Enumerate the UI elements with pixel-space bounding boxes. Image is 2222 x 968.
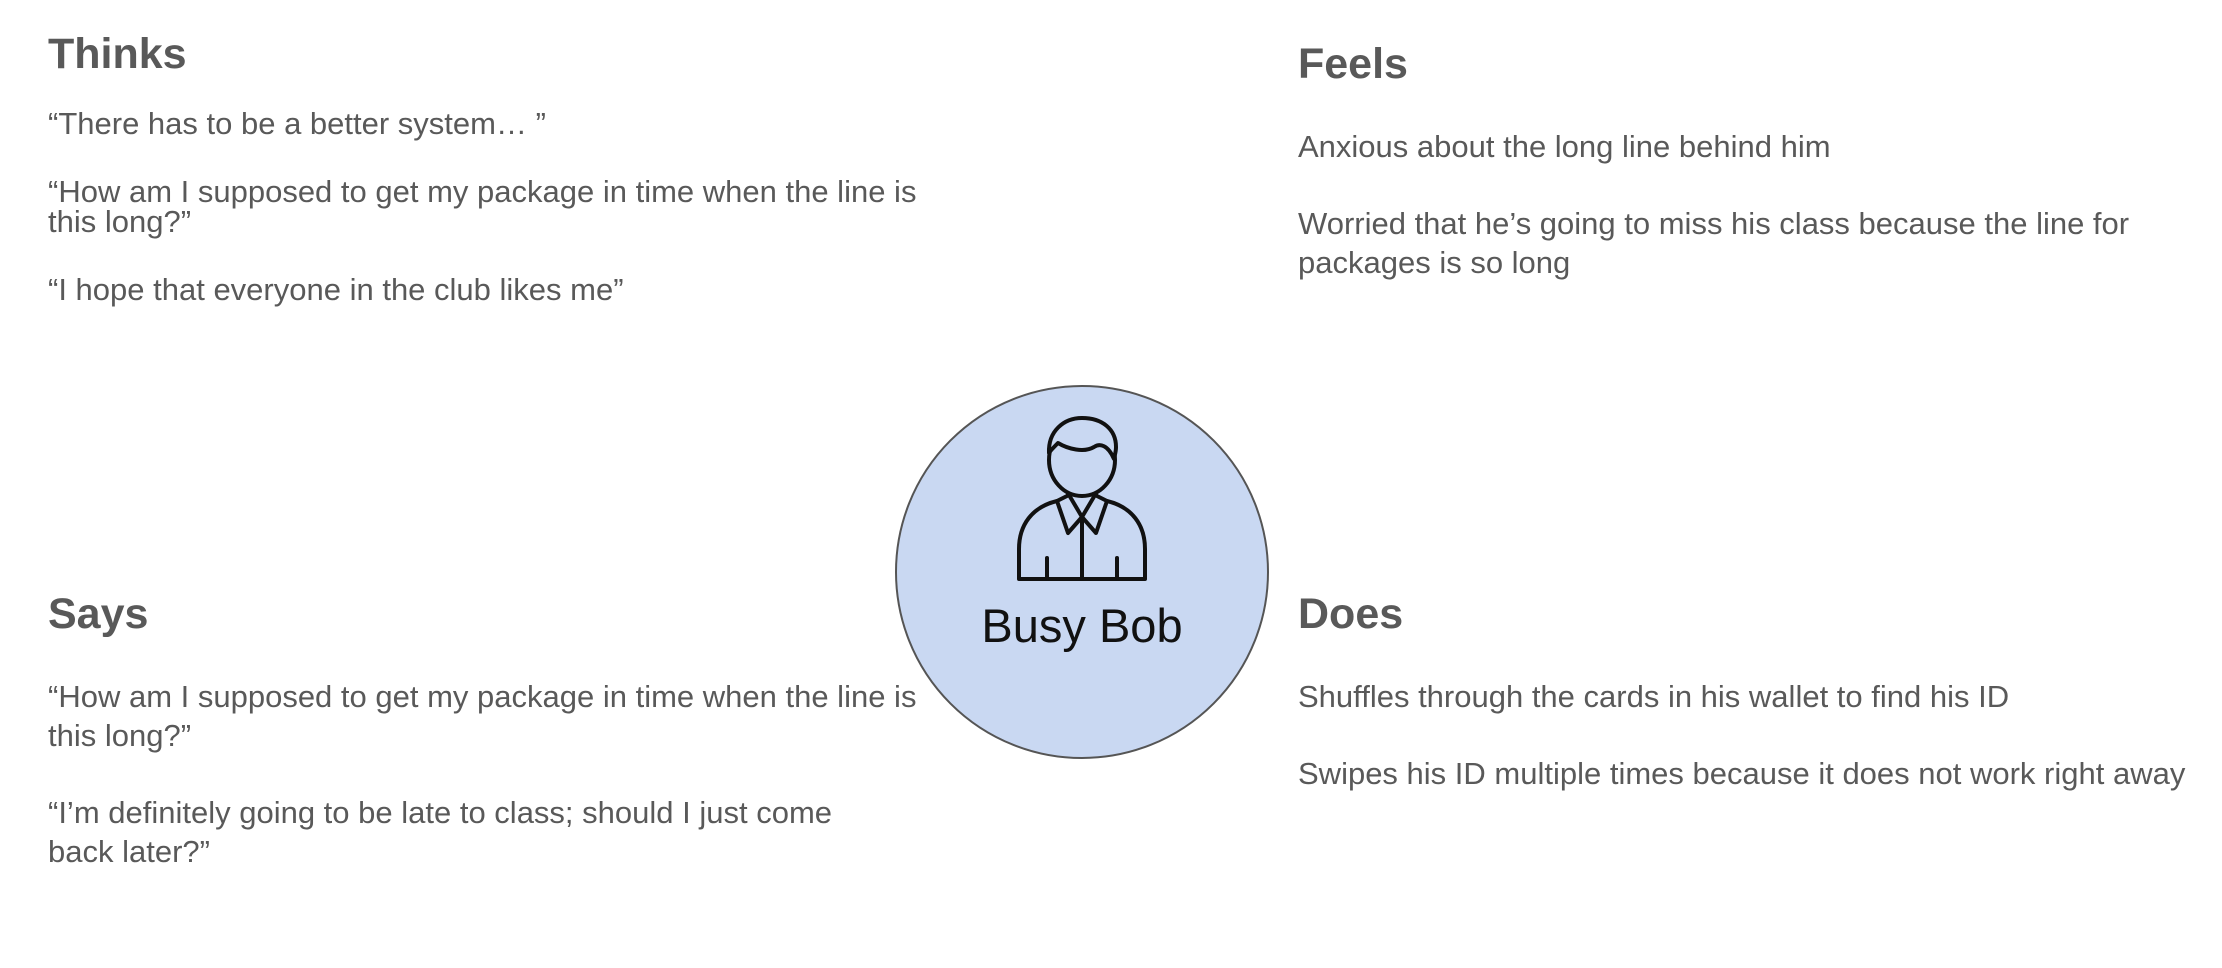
thinks-item: “There has to be a better system… ” xyxy=(48,106,546,142)
says-item: “How am I supposed to get my package in … xyxy=(48,679,917,754)
thinks-quadrant: Thinks “There has to be a better system…… xyxy=(48,30,948,343)
does-quadrant: Does Shuffles through the cards in his w… xyxy=(1298,590,2198,831)
persona-name: Busy Bob xyxy=(981,599,1183,652)
feels-quadrant: Feels Anxious about the long line behind… xyxy=(1298,40,2198,320)
says-heading: Says xyxy=(48,590,149,638)
says-item: “I’m definitely going to be late to clas… xyxy=(48,795,833,870)
person-icon xyxy=(1017,416,1147,581)
thinks-item: “I hope that everyone in the club likes … xyxy=(48,272,624,308)
thinks-list: “There has to be a better system… ” “How… xyxy=(48,106,948,308)
thinks-item: “How am I supposed to get my package in … xyxy=(48,174,917,240)
thinks-heading: Thinks xyxy=(48,30,187,78)
feels-list: Anxious about the long line behind him W… xyxy=(1298,127,2198,282)
does-heading: Does xyxy=(1298,590,1404,638)
feels-heading: Feels xyxy=(1298,40,1408,88)
says-list: “How am I supposed to get my package in … xyxy=(48,677,948,871)
says-quadrant: Says “How am I supposed to get my packag… xyxy=(48,590,948,909)
feels-item: Worried that he’s going to miss his clas… xyxy=(1298,206,2130,281)
does-item: Swipes his ID multiple times because it … xyxy=(1298,756,2186,792)
feels-item: Anxious about the long line behind him xyxy=(1298,129,1831,165)
does-item: Shuffles through the cards in his wallet… xyxy=(1298,679,2010,715)
does-list: Shuffles through the cards in his wallet… xyxy=(1298,677,2198,793)
